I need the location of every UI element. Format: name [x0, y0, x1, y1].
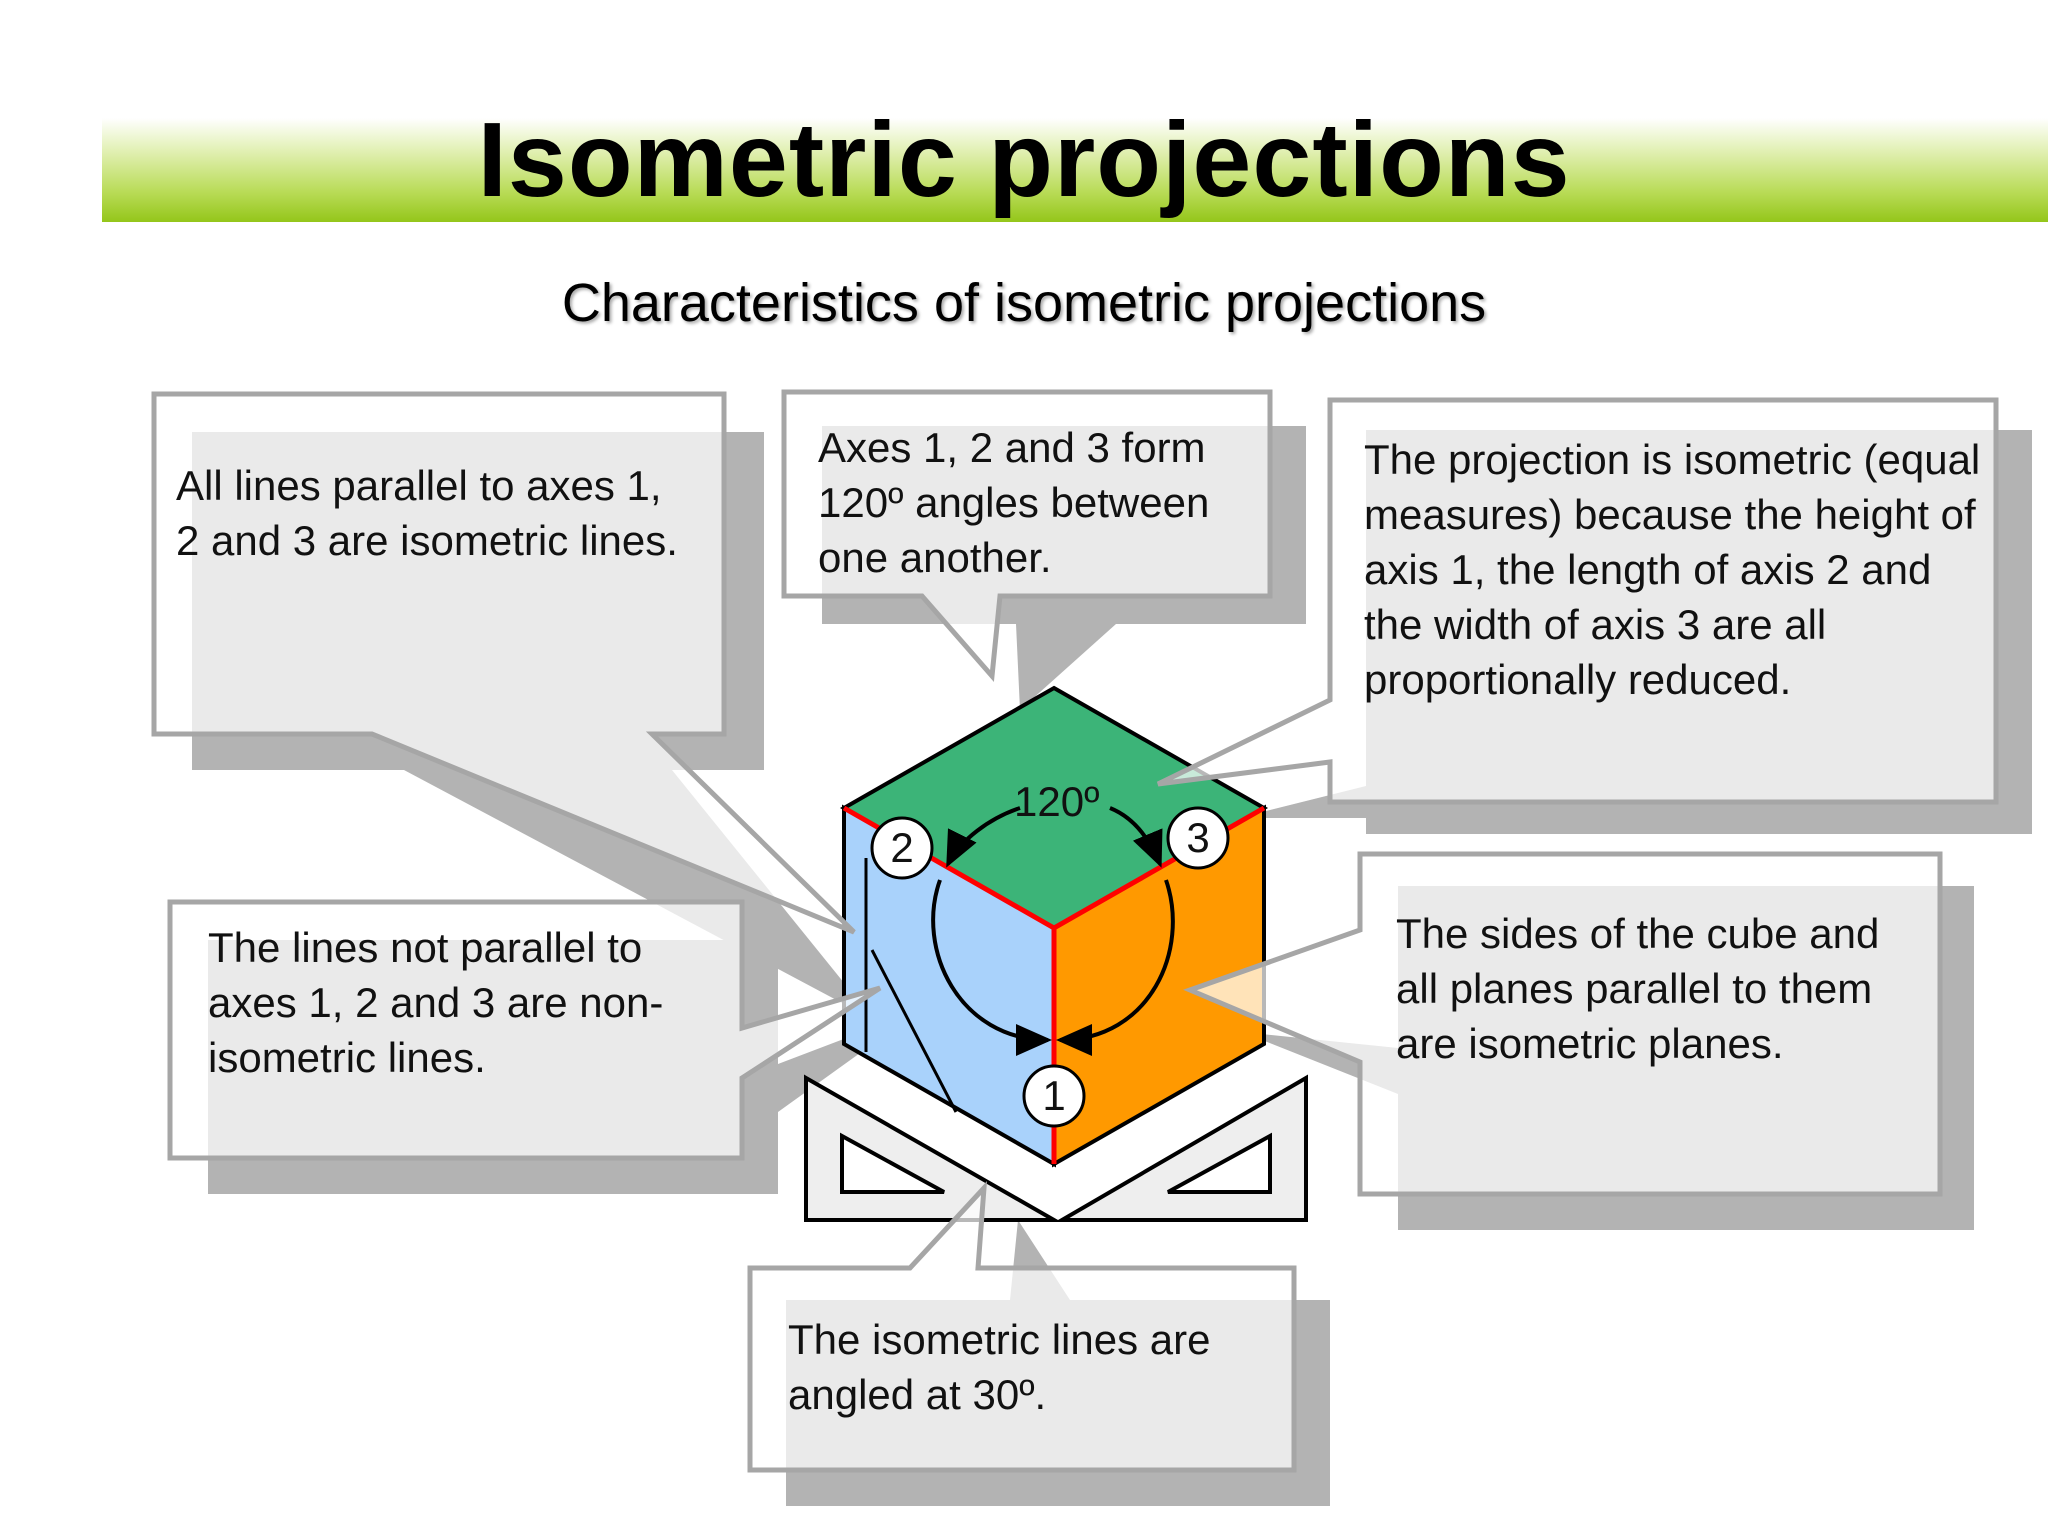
- callout-parallel-lines-text: All lines parallel to axes 1, 2 and 3 ar…: [176, 462, 678, 564]
- axis-3-marker: [1166, 806, 1230, 870]
- isometric-cube: [839, 685, 1269, 1168]
- callout-projection: [1156, 397, 1999, 805]
- axis-1-label: 1: [1042, 1072, 1066, 1119]
- callout-bubbles: [151, 389, 1999, 1473]
- axis-2-marker: [870, 816, 934, 880]
- axis-1-marker: [1022, 1064, 1086, 1128]
- angle-arrow-2: [946, 806, 1021, 868]
- angle-arrow-1-left: [931, 879, 1052, 1056]
- callout-non-parallel: [167, 899, 882, 1161]
- callout-parallel-lines: [151, 391, 856, 935]
- angle-120-label: 120º: [1014, 778, 1100, 825]
- angle-arrow-1-right: [1056, 879, 1175, 1056]
- title-band: [102, 118, 2048, 222]
- callout-planes-text: The sides of the cube and all planes par…: [1396, 910, 1880, 1067]
- callout-projection-text: The projection is isometric (equal measu…: [1364, 436, 1981, 703]
- axis-2-label: 2: [890, 824, 914, 871]
- angle-arrow-3: [1109, 806, 1163, 868]
- non-isometric-line-example: [870, 949, 958, 1113]
- callout-angled-30: [747, 1181, 1297, 1473]
- callout-angles: [781, 389, 1273, 682]
- callout-angled-30-text: The isometric lines are angled at 30º.: [788, 1316, 1211, 1418]
- page-subtitle: Characteristics of isometric projections: [561, 273, 1487, 333]
- callout-planes: [1183, 851, 1943, 1197]
- callout-angles-text: Axes 1, 2 and 3 form 120º angles between…: [818, 424, 1210, 581]
- axis-3-line: [1052, 805, 1266, 931]
- page-title: Isometric projections: [477, 101, 1571, 219]
- axis-3-label: 3: [1186, 814, 1210, 861]
- set-squares: [804, 1074, 1308, 1222]
- callout-non-parallel-text: The lines not parallel to axes 1, 2 and …: [208, 924, 664, 1081]
